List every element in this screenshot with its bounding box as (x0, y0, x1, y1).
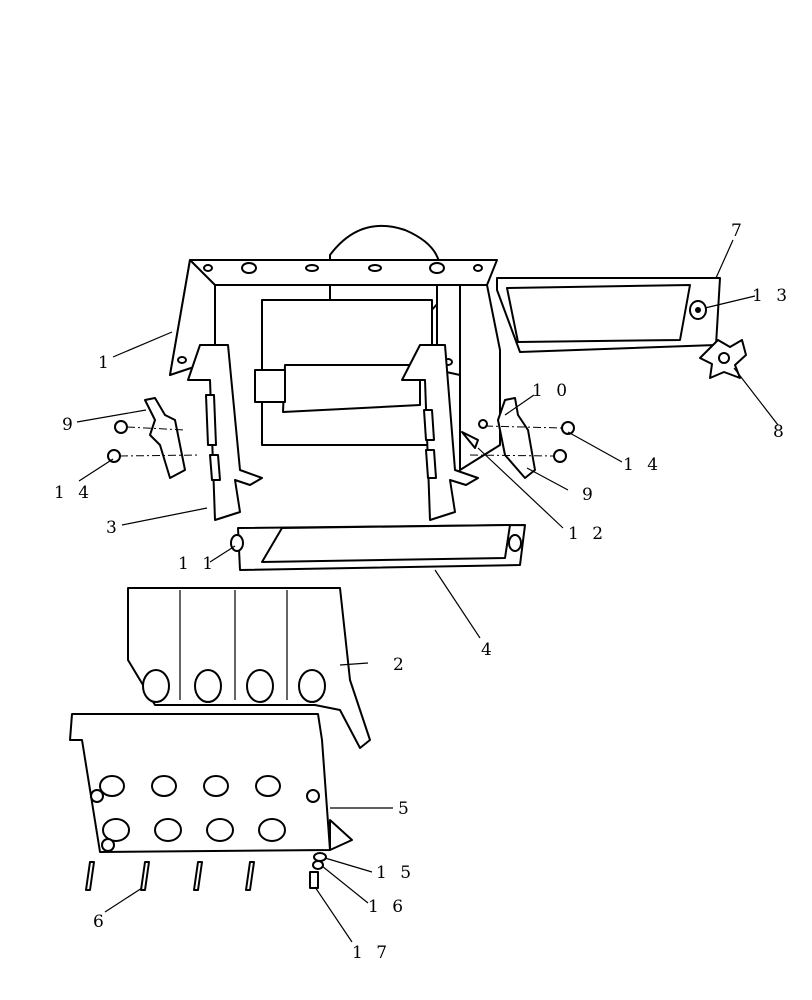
tube (102, 818, 130, 842)
callout-15: 1 5 (376, 863, 415, 883)
hole (203, 264, 213, 272)
callout-4: 4 (481, 640, 496, 660)
tube (203, 775, 229, 797)
callout-8: 8 (773, 422, 788, 442)
plate-bushing (508, 534, 522, 552)
bracket-left (187, 344, 263, 521)
part-9-latches (144, 397, 536, 479)
tube (154, 818, 182, 842)
callout-5: 5 (398, 799, 413, 819)
callout-9b: 9 (582, 485, 597, 505)
leader-lines (76, 239, 779, 943)
part-2-tines (127, 587, 371, 749)
tine-tube (246, 669, 274, 703)
callout-labels: 1 2 3 4 5 6 7 8 9 9 1 0 1 1 1 2 1 3 1 4 … (54, 221, 791, 963)
callout-12: 1 2 (568, 524, 607, 544)
callout-1: 1 (98, 353, 113, 373)
frame-right-side (459, 284, 501, 471)
callout-16: 1 6 (368, 897, 407, 917)
callout-3: 3 (106, 518, 121, 538)
hole (177, 356, 187, 364)
tine-tube (194, 669, 222, 703)
part-3-brackets (187, 344, 479, 521)
frame-inner-ledge (282, 364, 421, 413)
pin-12 (461, 431, 479, 449)
bracket-left-slot (209, 454, 221, 481)
part-4-cross-plate (230, 524, 526, 571)
parts-15-17-hardware (309, 852, 327, 889)
callout-9a: 9 (62, 415, 77, 435)
bracket-right (401, 344, 479, 521)
part-6-bolts (85, 861, 255, 891)
tube (255, 775, 281, 797)
bracket-left-slot (205, 394, 217, 446)
plate-bushing (230, 534, 244, 552)
bracket-right-slot (425, 449, 437, 479)
callout-10: 1 0 (532, 381, 571, 401)
tube (206, 818, 234, 842)
hole (429, 262, 445, 274)
channel-inner (506, 284, 691, 343)
hole (368, 264, 382, 272)
part-7-channel (496, 277, 721, 353)
tube (99, 775, 125, 797)
callout-2: 2 (393, 655, 408, 675)
callout-14b: 1 4 (623, 455, 662, 475)
part-15-washer (313, 852, 327, 862)
latch-right (497, 397, 536, 479)
plate-face (261, 524, 511, 563)
tube (258, 818, 286, 842)
tube-plate-body (69, 713, 331, 853)
callout-6: 6 (93, 912, 108, 932)
bracket-right-slot (423, 409, 435, 441)
tines-body (127, 587, 371, 749)
callout-13: 1 3 (752, 286, 791, 306)
hole (305, 264, 319, 272)
latch-left (144, 397, 186, 479)
frame-block (254, 369, 286, 403)
callout-7: 7 (731, 221, 746, 241)
alignment-lines (119, 425, 563, 457)
part-14-nuts (107, 419, 575, 463)
tine-tube (142, 669, 170, 703)
callout-17: 1 7 (352, 943, 391, 963)
part-5-tube-plate (69, 713, 353, 853)
hole (241, 262, 257, 274)
part-16-washer (312, 860, 324, 870)
callout-11: 1 1 (178, 554, 217, 574)
callout-14a: 1 4 (54, 483, 93, 503)
tine-tube (298, 669, 326, 703)
hole (473, 264, 483, 272)
tube (151, 775, 177, 797)
part-17-bolt (309, 871, 319, 889)
